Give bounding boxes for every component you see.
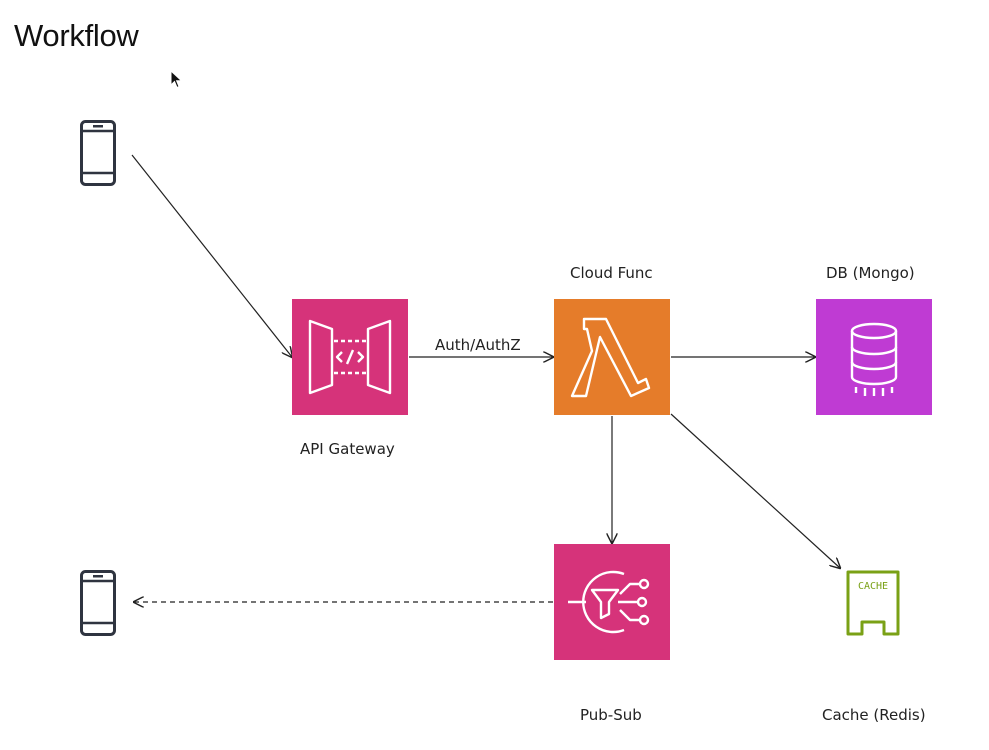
pubsub-label: Pub-Sub bbox=[580, 706, 642, 724]
cache-icon[interactable]: CACHE bbox=[846, 570, 900, 636]
database-icon bbox=[850, 322, 898, 396]
api-gateway-node[interactable] bbox=[292, 299, 408, 415]
cache-icon-text: CACHE bbox=[858, 581, 888, 592]
mobile-phone-icon[interactable] bbox=[80, 120, 116, 186]
db-label: DB (Mongo) bbox=[826, 264, 915, 282]
edge-func-to-cache[interactable] bbox=[670, 413, 840, 568]
db-node[interactable] bbox=[816, 299, 932, 415]
lambda-icon bbox=[570, 317, 651, 398]
pubsub-icon bbox=[568, 570, 650, 634]
cache-label: Cache (Redis) bbox=[822, 706, 926, 724]
api-gateway-label: API Gateway bbox=[300, 440, 395, 458]
cloud-func-node[interactable] bbox=[554, 299, 670, 415]
cloud-func-label: Cloud Func bbox=[570, 264, 653, 282]
edge-client-to-gateway[interactable] bbox=[131, 154, 292, 357]
api-gateway-icon bbox=[308, 319, 392, 395]
mouse-cursor-icon bbox=[170, 70, 183, 89]
page-title: Workflow bbox=[14, 18, 139, 53]
edge-label-auth: Auth/AuthZ bbox=[435, 336, 521, 354]
mobile-phone-icon[interactable] bbox=[80, 570, 116, 636]
pubsub-node[interactable] bbox=[554, 544, 670, 660]
